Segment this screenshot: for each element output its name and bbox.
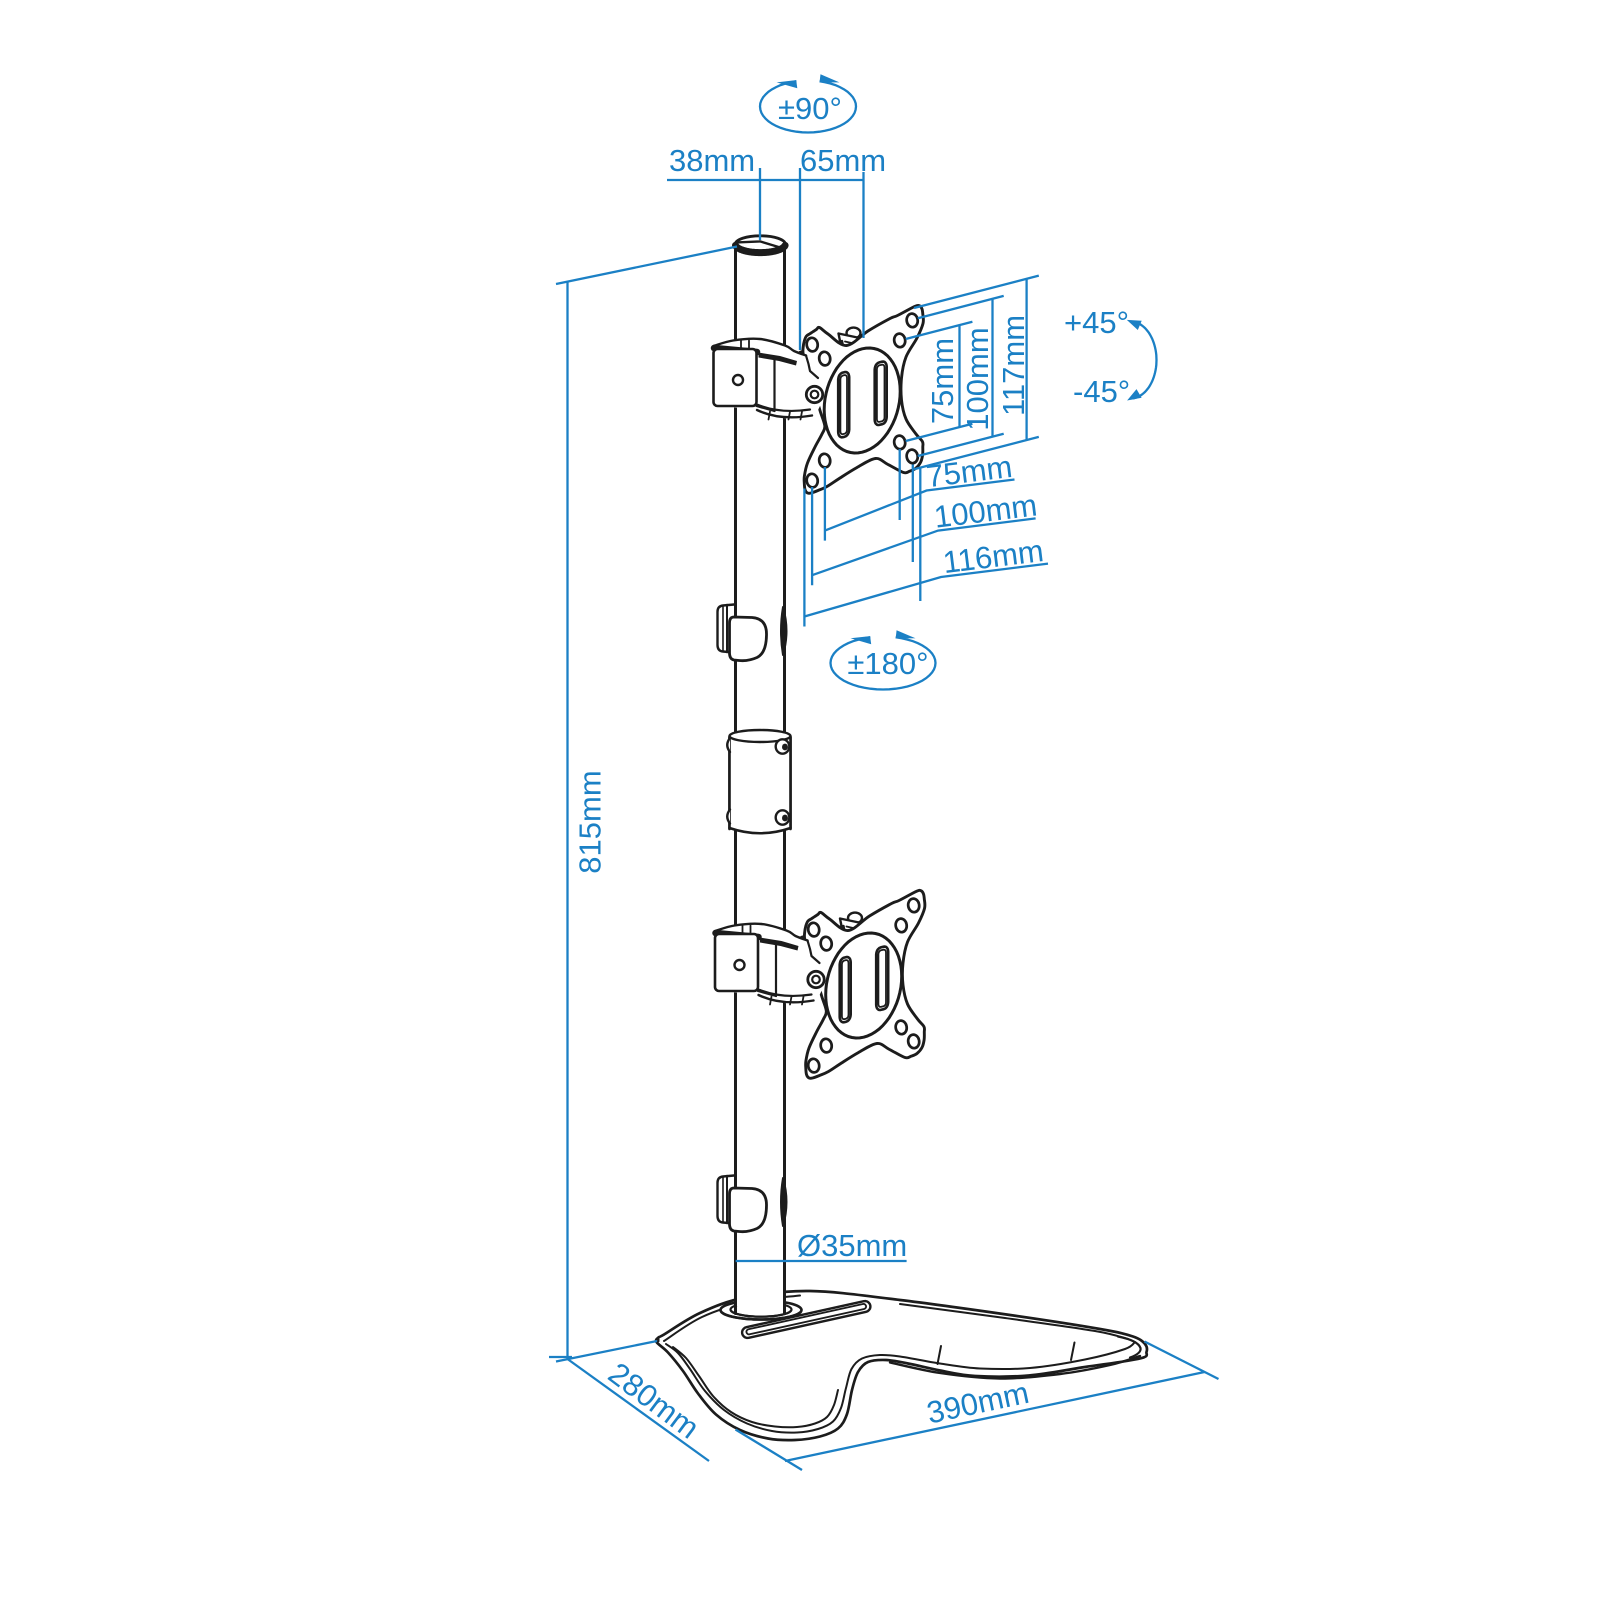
svg-text:Ø35mm: Ø35mm — [797, 1228, 907, 1263]
svg-text:117mm: 117mm — [996, 315, 1031, 416]
svg-text:116mm: 116mm — [941, 533, 1046, 580]
svg-text:±90°: ±90° — [778, 91, 842, 126]
svg-text:75mm: 75mm — [924, 449, 1014, 494]
svg-text:75mm: 75mm — [925, 338, 960, 424]
svg-text:815mm: 815mm — [573, 770, 608, 873]
svg-text:+45°: +45° — [1064, 305, 1129, 340]
svg-text:65mm: 65mm — [800, 143, 886, 178]
svg-text:-45°: -45° — [1073, 374, 1130, 409]
svg-text:38mm: 38mm — [669, 143, 755, 178]
svg-text:±180°: ±180° — [847, 646, 928, 681]
svg-text:390mm: 390mm — [924, 1375, 1032, 1431]
svg-text:100mm: 100mm — [932, 487, 1039, 534]
svg-text:100mm: 100mm — [960, 327, 995, 430]
